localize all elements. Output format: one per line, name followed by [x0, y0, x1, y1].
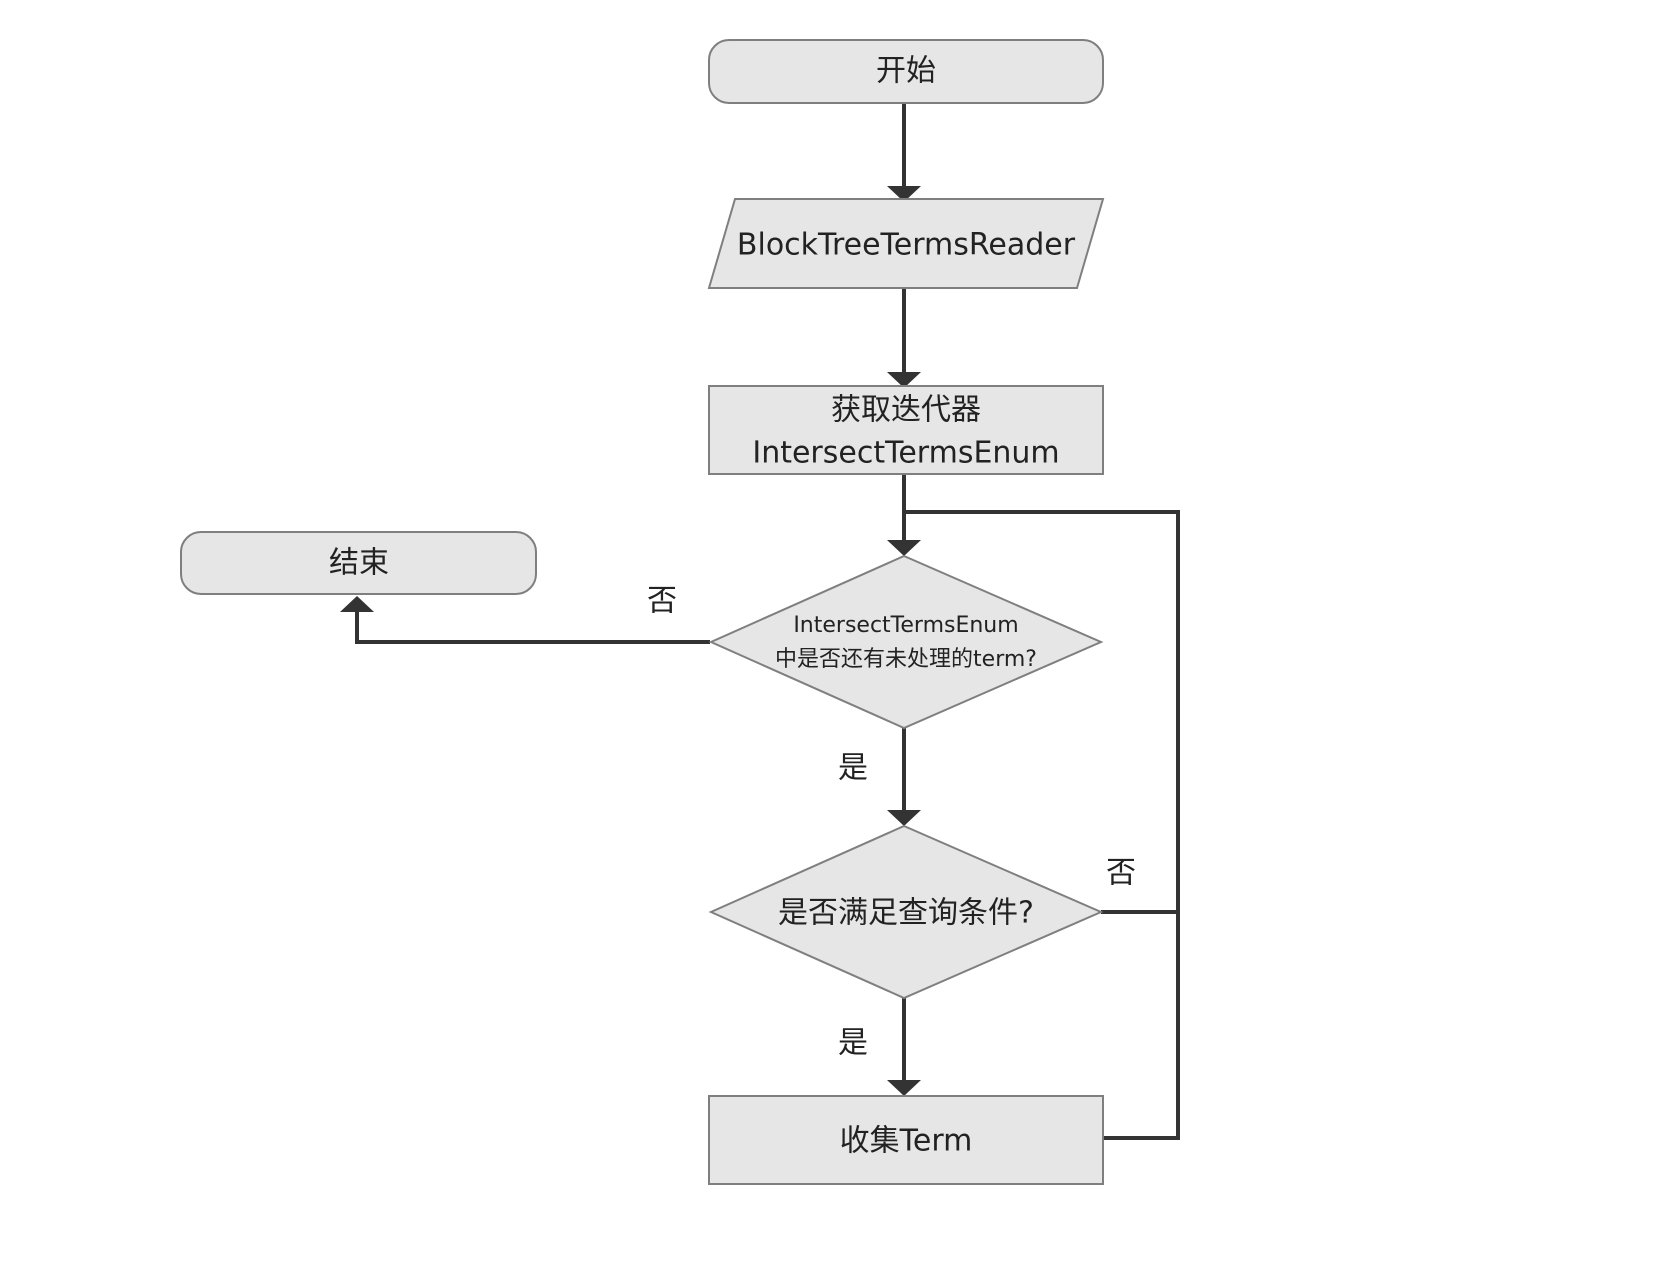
- node-decision-remaining: IntersectTermsEnum 中是否还有未处理的term?: [708, 554, 1104, 730]
- arrowhead: [887, 186, 921, 202]
- edge-label-condition-no: 否: [1106, 856, 1136, 891]
- arrowhead: [887, 1080, 921, 1096]
- arrowhead: [887, 372, 921, 388]
- node-get-iterator: 获取迭代器 IntersectTermsEnum: [708, 385, 1104, 475]
- end-terminal-shape: [180, 531, 537, 595]
- start-label: 开始: [876, 54, 936, 89]
- decision-remaining-label-line1: IntersectTermsEnum: [793, 613, 1018, 638]
- edge-remaining-no-to-end: [355, 610, 710, 644]
- node-decision-condition: 是否满足查询条件?: [708, 824, 1104, 1000]
- edge-labels: 否 是 否 是: [647, 584, 1136, 1061]
- reader-parallelogram-shape: [707, 198, 1105, 289]
- decision-remaining-diamond-shape: [708, 554, 1104, 730]
- edge-label-remaining-yes: 是: [838, 751, 868, 786]
- reader-label: BlockTreeTermsReader: [737, 228, 1076, 263]
- decision-condition-label: 是否满足查询条件?: [778, 896, 1034, 931]
- edges: [340, 104, 1180, 1140]
- get-iterator-label-line1: 获取迭代器: [831, 393, 981, 428]
- node-reader: BlockTreeTermsReader: [707, 198, 1105, 289]
- node-end: 结束: [180, 531, 537, 595]
- node-start: 开始: [708, 39, 1104, 104]
- collect-label: 收集Term: [840, 1124, 973, 1159]
- node-collect: 收集Term: [708, 1095, 1104, 1185]
- edge-label-condition-yes: 是: [838, 1026, 868, 1061]
- arrowhead: [887, 810, 921, 826]
- get-iterator-label-line2: IntersectTermsEnum: [752, 436, 1059, 471]
- edge-label-remaining-no: 否: [647, 584, 677, 619]
- get-iterator-process-shape: [708, 385, 1104, 475]
- edge-loop-back: [904, 510, 1180, 1140]
- decision-condition-diamond-shape: [708, 824, 1104, 1000]
- collect-process-shape: [708, 1095, 1104, 1185]
- end-label: 结束: [329, 546, 389, 581]
- arrowhead: [340, 596, 374, 612]
- start-terminal-shape: [708, 39, 1104, 104]
- decision-remaining-label-line2: 中是否还有未处理的term?: [775, 647, 1037, 672]
- arrowhead: [887, 540, 921, 556]
